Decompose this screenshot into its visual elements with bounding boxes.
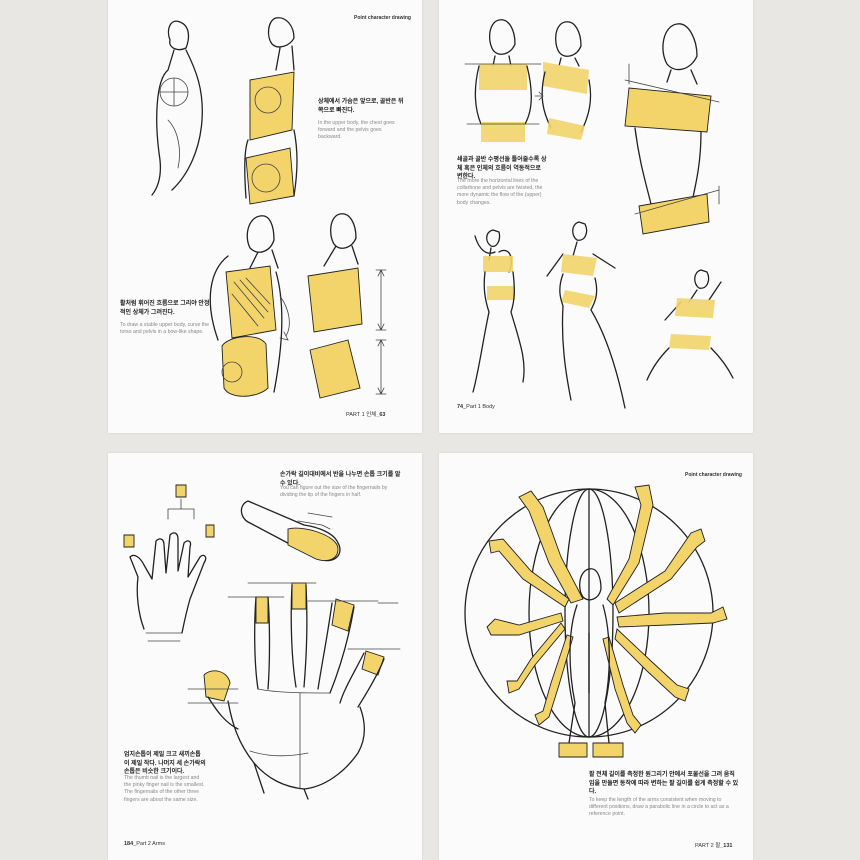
caption-en: The thumb nail is the largest and the pi… (124, 775, 205, 803)
folio-section: Body (482, 404, 495, 410)
arm-rotation-illustration (464, 484, 728, 758)
book-page-63: Point character drawing 상체에서 가슴은 앞으로, 골반… (108, 0, 422, 433)
page-header: Point character drawing (685, 472, 742, 478)
folio-part: _Part 1 (463, 404, 481, 410)
folio-part: PART 1 (346, 412, 365, 418)
folio-part: PART 2 (695, 843, 714, 849)
book-page-74: 쇄골과 골반 수평선들 틀어줄수록 상체 혹은 인체의 흐름이 역동적으로 변한… (439, 0, 753, 433)
page-folio: PART 1 인체_63 (346, 410, 386, 418)
caption-ko: 손가락 길이대비에서 반을 나누면 손톱 크기를 알 수 있다. (280, 472, 401, 487)
caption-en: You can figure out the size of the finge… (280, 485, 388, 499)
caption-ko: 쇄골과 골반 수평선들 틀어줄수록 상체 혹은 인체의 흐름이 역동적으로 변한… (457, 157, 547, 180)
book-page-131: Point character drawing 팔 전체 길이를 측정한 원그리… (439, 453, 753, 860)
caption-ko: 엄지손톱이 제일 크고 새끼손톱이 제일 작다. 나머지 세 손가락의 손톱은 … (124, 752, 206, 775)
folio-number: 74 (457, 404, 464, 410)
folio-section: Arms (152, 841, 165, 847)
caption-en: To keep the length of the arms consisten… (589, 797, 729, 818)
folio-number: 184 (124, 841, 134, 847)
book-page-184: 손가락 길이대비에서 반을 나누면 손톱 크기를 알 수 있다. You can… (108, 453, 422, 860)
caption-en: The more the horizontal lines of the col… (457, 178, 543, 206)
caption-ko: 상체에서 가슴은 앞으로, 골반은 뒤쪽으로 빠진다. (318, 99, 404, 114)
caption-ko: 팔 전체 길이를 측정한 원그리기 안에서 포물선을 그려 움직임을 만들면 동… (589, 772, 739, 795)
page-folio: 74_Part 1 Body (457, 404, 495, 410)
page-folio: PART 2 팔_131 (695, 841, 733, 849)
page-header: Point character drawing (354, 15, 411, 21)
folio-section: 인체 (366, 412, 377, 418)
caption-en: In the upper body, the chest goes forwar… (318, 120, 395, 141)
dynamic-body-illustration (464, 19, 734, 409)
folio-number: _131 (720, 843, 733, 849)
torso-illustration (151, 17, 387, 399)
hand-illustration (123, 484, 401, 800)
caption-ko: 활처럼 휘어진 흐름으로 그리야 안정적인 상체가 그려진다. (120, 301, 210, 316)
folio-part: _Part 2 (133, 841, 151, 847)
folio-section: 팔 (715, 843, 721, 849)
caption-en: To draw a stable upper body, curve the t… (120, 322, 210, 336)
page-folio: 184_Part 2 Arms (124, 841, 165, 847)
folio-number: _63 (376, 412, 386, 418)
